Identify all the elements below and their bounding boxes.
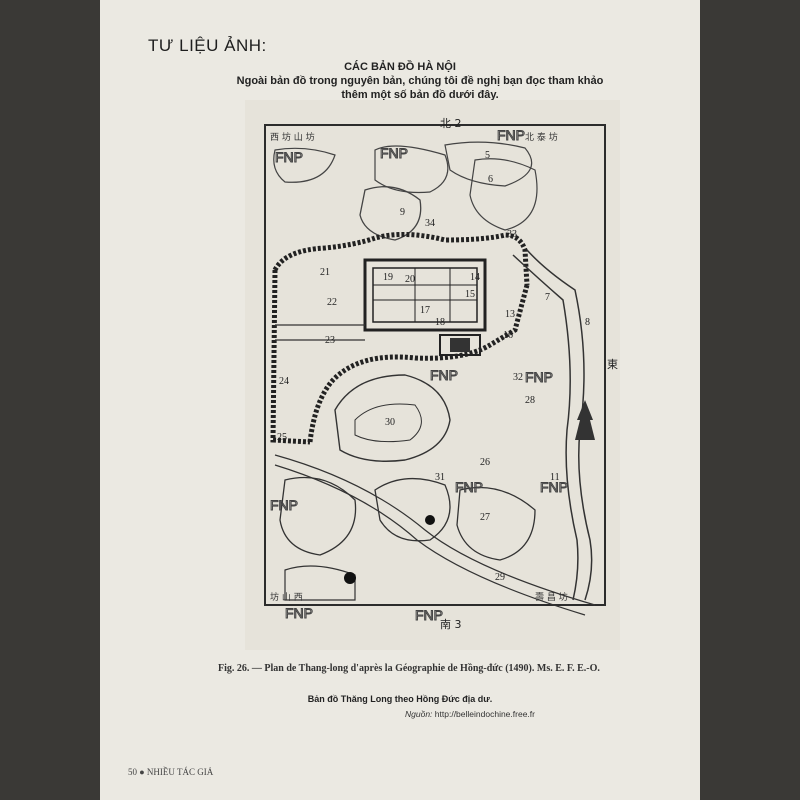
palace-enclosure (363, 258, 487, 332)
map-number: 9 (400, 207, 405, 218)
intro-line-2: thêm một số bản đồ dưới đây. (341, 89, 499, 101)
source-label: Nguồn: (405, 709, 433, 719)
map-number: 23 (325, 335, 335, 346)
map-number: 18 (435, 317, 445, 328)
map-number: 17 (420, 305, 430, 316)
map-drawing: 北 2 南 3 東 4 1 西 坊 山 坊 北 泰 坊 坊 山 西 壽 昌 坊 (245, 100, 620, 650)
map-number: 11 (550, 472, 560, 483)
map-number: 22 (327, 297, 337, 308)
fnp-stamp: FNP (430, 367, 458, 383)
map-number: 14 (470, 272, 480, 283)
map-number: 8 (585, 317, 590, 328)
map-number: 5 (485, 150, 490, 161)
map-number: 28 (525, 395, 535, 406)
map-number: 27 (480, 512, 490, 523)
section-title: TƯ LIỆU ẢNH: (148, 36, 267, 55)
fnp-stamp: FNP (455, 479, 483, 495)
page-folio: 50 ● NHIỀU TÁC GIẢ (128, 767, 214, 777)
map-number: 21 (320, 267, 330, 278)
thang-long-map: 北 2 南 3 東 4 1 西 坊 山 坊 北 泰 坊 坊 山 西 壽 昌 坊 (245, 100, 620, 650)
source-url: http://belleindochine.free.fr (434, 709, 535, 719)
fnp-stamp: FNP (497, 127, 525, 143)
lake-30 (334, 374, 451, 462)
map-number: 26 (480, 457, 490, 468)
map-number: 16 (503, 330, 513, 341)
map-number: 29 (495, 572, 505, 583)
map-caption: Bản đồ Thăng Long theo Hồng Đức địa dư. (307, 694, 493, 704)
map-number: 7 (545, 292, 550, 303)
fnp-stamp: FNP (285, 605, 313, 621)
map-number: 31 (435, 472, 445, 483)
citadel-wall-west (270, 269, 311, 445)
map-number: 19 (383, 272, 393, 283)
map-number: 6 (488, 174, 493, 185)
fnp-stamp: FNP (270, 497, 298, 513)
svg-text:坊 山 西: 坊 山 西 (270, 591, 303, 603)
book-page: TƯ LIỆU ẢNH: CÁC BẢN ĐỒ HÀ NỘI Ngoài bản… (100, 0, 700, 800)
map-number: 25 (277, 432, 287, 443)
map-number: 32 (513, 372, 523, 383)
south-label: 南 3 (440, 618, 462, 631)
map-number: 24 (279, 376, 289, 387)
map-number: 15 (465, 289, 475, 300)
fnp-stamp: FNP (415, 607, 443, 623)
map-collection-title: CÁC BẢN ĐỒ HÀ NỘI (344, 61, 456, 73)
map-number: 33 (507, 229, 517, 240)
east-label: 東 4 (607, 358, 620, 371)
citadel-wall-south (307, 284, 530, 443)
map-number: 20 (405, 274, 415, 285)
north-label: 北 2 (440, 117, 462, 130)
svg-text:西 坊 山 坊: 西 坊 山 坊 (270, 131, 315, 143)
map-numbers: 5 6 7 8 9 11 13 14 15 16 17 18 19 20 21 … (277, 150, 590, 583)
intro-line-1: Ngoài bản đồ trong nguyên bản, chúng tôi… (236, 75, 604, 87)
map-frame (264, 124, 606, 606)
fnp-stamp: FNP (525, 369, 553, 385)
map-number: 30 (385, 417, 395, 428)
fnp-stamp: FNP (380, 145, 408, 161)
figure-caption: Fig. 26. — Plan de Thang-long d'après la… (218, 663, 600, 674)
map-number: 34 (425, 218, 435, 229)
map-number: 13 (505, 309, 515, 320)
svg-text:北 泰 坊: 北 泰 坊 (525, 131, 558, 143)
fnp-stamp: FNP (275, 149, 303, 165)
intro-text: Ngoài bản đồ trong nguyên bản, chúng tôi… (220, 74, 620, 102)
svg-text:壽 昌 坊: 壽 昌 坊 (535, 591, 568, 603)
fnp-stamp: FNP (540, 479, 568, 495)
source-line: Nguồn: http://belleindochine.free.fr (405, 709, 535, 719)
